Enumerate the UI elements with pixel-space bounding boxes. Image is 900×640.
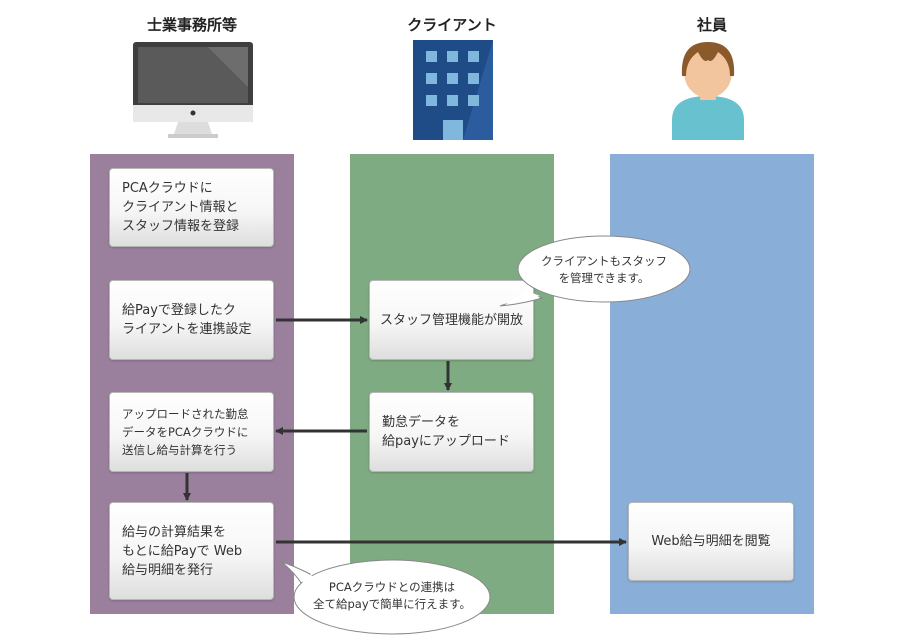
column-title-office: 士業事務所等 — [146, 16, 237, 34]
callout-bubble-client — [499, 235, 691, 307]
step-view-payslip: Web給与明細を閲覧 — [628, 502, 794, 581]
employee-person-icon — [672, 42, 744, 140]
step-link-client: 給Payで登録したク ライアントを連携設定 — [109, 280, 274, 360]
lane-client — [350, 154, 554, 614]
desktop-monitor-icon — [133, 42, 253, 138]
callout-office-note: PCAクラウドとの連携は 全て給payで簡単に行えます。 — [312, 580, 471, 611]
step-staff-management-unlocked: スタッフ管理機能が開放 — [369, 280, 534, 360]
office-building-icon — [413, 40, 493, 140]
step-issue-payslip: 給与の計算結果を もとに給Payで Web 給与明細を発行 — [109, 502, 274, 600]
step-upload-attendance: 勤怠データを 給payにアップロード — [369, 392, 534, 472]
step-register-info: PCAクラウドに クライアント情報と スタッフ情報を登録 — [109, 168, 274, 247]
column-title-employee: 社員 — [696, 16, 727, 34]
column-title-client: クライアント — [407, 16, 497, 34]
callout-client-note: クライアントもスタッフ を管理できます。 — [540, 254, 668, 285]
callout-bubble-office — [281, 559, 491, 635]
step-calculate-payroll: アップロードされた勤怠 データをPCAクラウドに 送信し給与計算を行う — [109, 392, 274, 472]
